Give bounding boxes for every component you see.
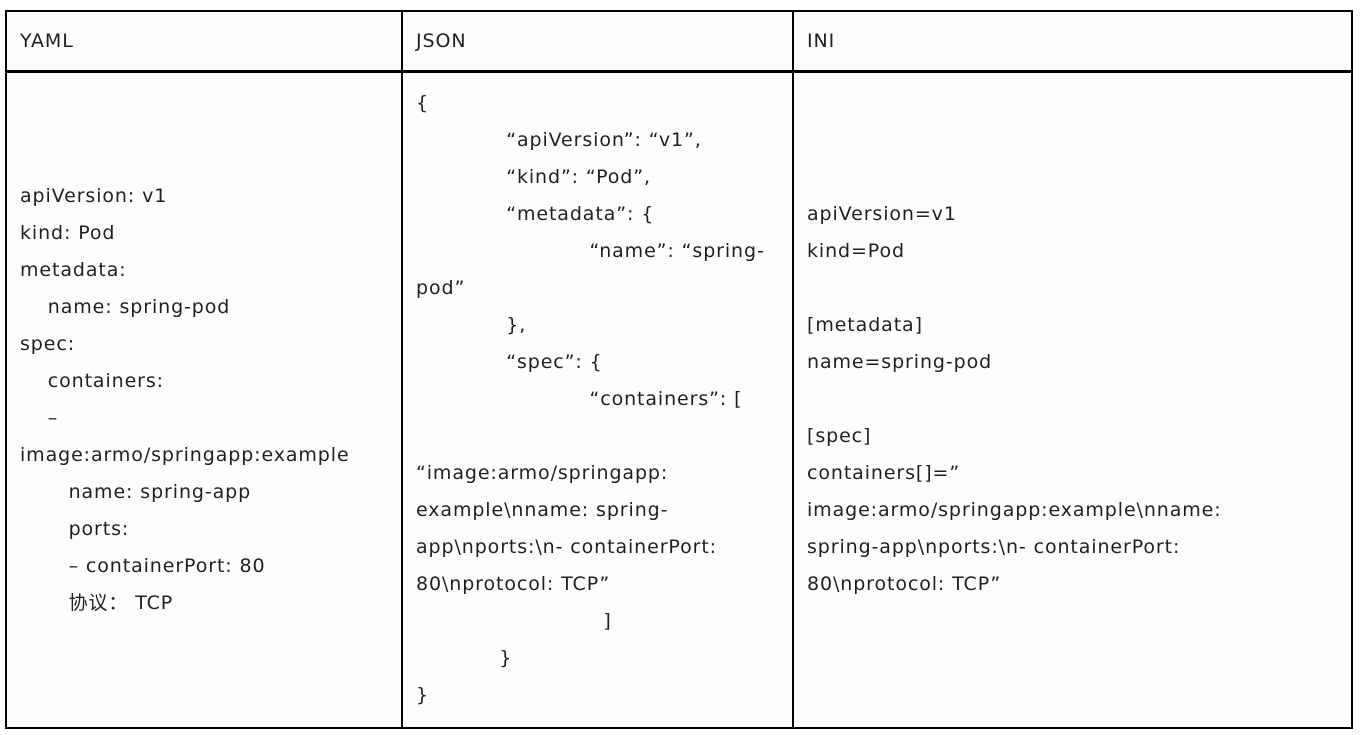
yaml-cell: apiVersion: v1 kind: Pod metadata: name:… <box>5 70 403 729</box>
column-header-ini-label: INI <box>807 29 836 52</box>
column-header-ini: INI <box>792 10 1353 73</box>
header-row: YAML JSON INI <box>5 10 1353 73</box>
column-header-yaml-label: YAML <box>20 29 74 52</box>
column-header-yaml: YAML <box>5 10 403 73</box>
body-row: apiVersion: v1 kind: Pod metadata: name:… <box>5 70 1353 729</box>
json-cell: { “apiVersion”: “v1”, “kind”: “Pod”, “me… <box>401 70 794 729</box>
column-header-json-label: JSON <box>416 29 467 52</box>
format-comparison-table: YAML JSON INI apiVersion: v1 kind: Pod m… <box>5 10 1353 729</box>
json-code-block: { “apiVersion”: “v1”, “kind”: “Pod”, “me… <box>416 92 765 707</box>
ini-cell: apiVersion=v1 kind=Pod [metadata] name=s… <box>792 70 1353 729</box>
column-header-json: JSON <box>401 10 794 73</box>
ini-code-block: apiVersion=v1 kind=Pod [metadata] name=s… <box>807 203 1222 596</box>
yaml-code-block: apiVersion: v1 kind: Pod metadata: name:… <box>20 184 350 614</box>
